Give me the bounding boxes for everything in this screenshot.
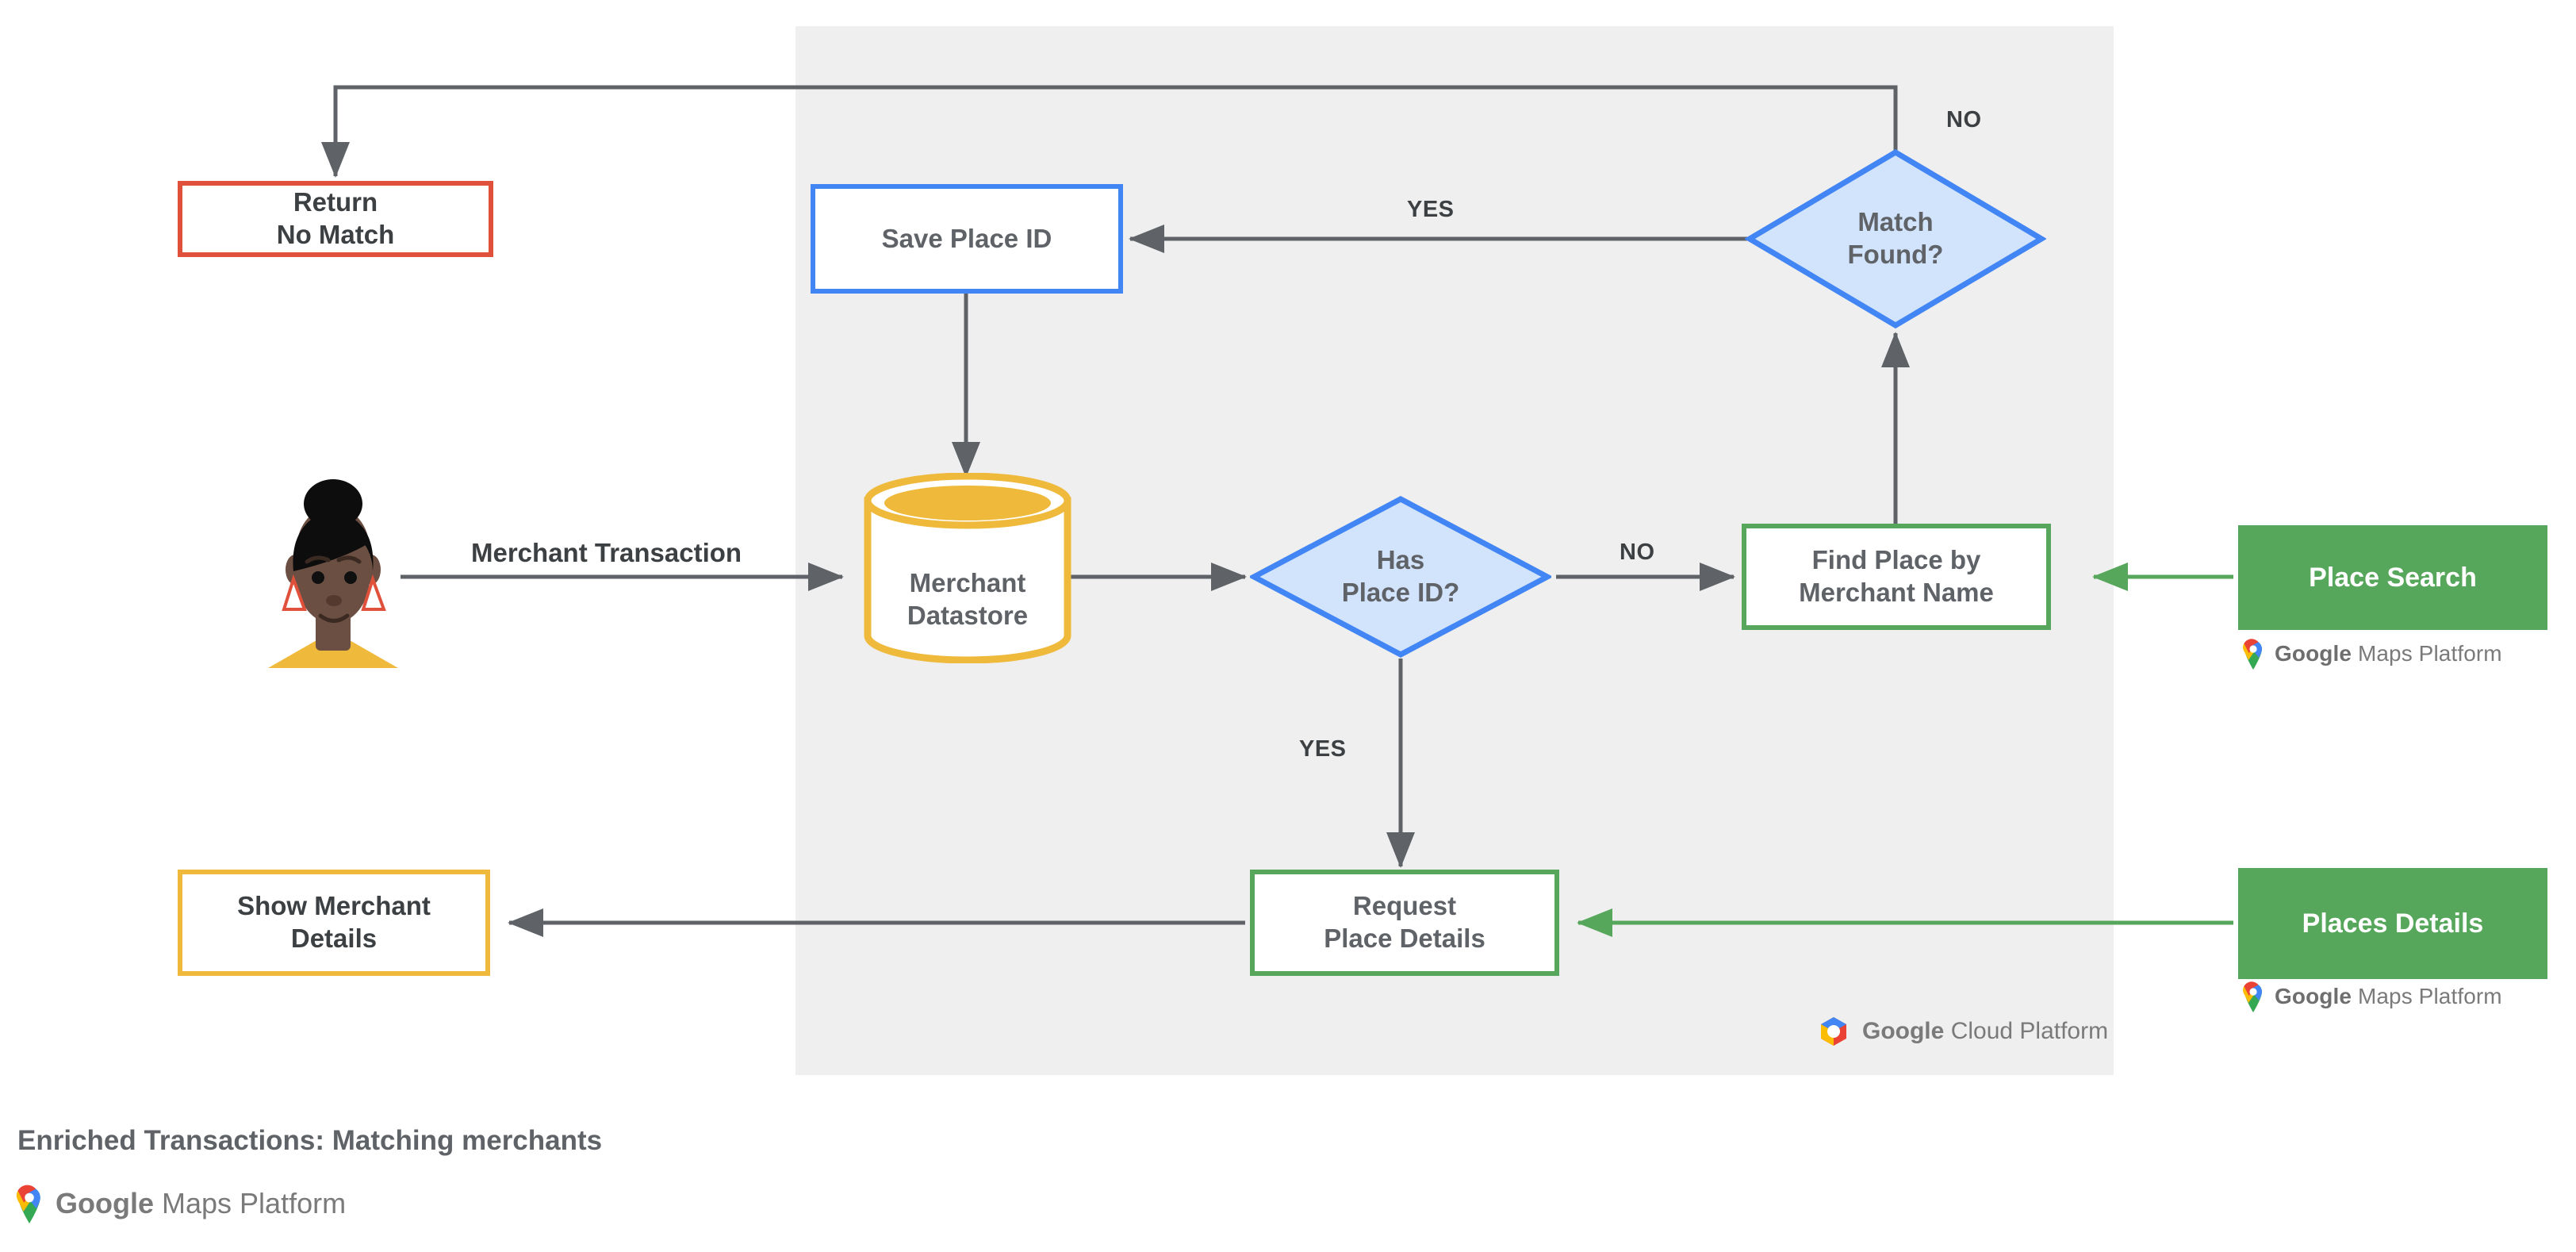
places-details-lockup-text: Google Maps Platform — [2275, 984, 2502, 1009]
merchant-datastore-cylinder-shape — [864, 472, 1071, 664]
node-place-search[interactable]: Place Search — [2238, 525, 2547, 630]
edge-match-found-no — [321, 85, 1898, 178]
node-find-place-by-merchant-name-label: Find Place by Merchant Name — [1799, 545, 1994, 607]
match-found-diamond-shape — [1744, 148, 2047, 329]
node-return-no-match[interactable]: Return No Match — [178, 181, 493, 257]
node-return-no-match-label: Return No Match — [276, 187, 395, 249]
node-places-details[interactable]: Places Details — [2238, 868, 2547, 979]
edge-label-match-found-yes: YES — [1407, 197, 1455, 222]
places-details-lockup-suffix: Maps Platform — [2357, 984, 2502, 1008]
node-find-place-by-merchant-name[interactable]: Find Place by Merchant Name — [1742, 524, 2051, 630]
google-cloud-platform-lockup: Google Cloud Platform — [1816, 1014, 2108, 1049]
has-place-id-diamond-shape — [1248, 496, 1554, 658]
place-search-google-maps-platform-lockup: Google Maps Platform — [2241, 638, 2502, 670]
avatar-illustration — [268, 479, 398, 668]
caption-lockup-text: Google Maps Platform — [56, 1187, 346, 1220]
page-title: Enriched Transactions: Matching merchant… — [17, 1125, 603, 1156]
google-maps-pin-icon — [16, 1185, 40, 1223]
node-place-search-label: Place Search — [2309, 562, 2477, 593]
google-maps-pin-icon — [2243, 639, 2262, 670]
node-show-merchant-details[interactable]: Show Merchant Details — [178, 870, 490, 976]
place-search-lockup-text: Google Maps Platform — [2275, 641, 2502, 666]
edge-label-has-place-id-yes: YES — [1299, 736, 1347, 762]
places-details-google-maps-platform-lockup: Google Maps Platform — [2241, 981, 2502, 1012]
node-request-place-details[interactable]: Request Place Details — [1250, 870, 1559, 976]
caption-lockup-brand: Google — [56, 1187, 154, 1219]
edge-label-match-found-no: NO — [1946, 107, 1982, 132]
gcp-lockup-brand: Google — [1862, 1018, 1945, 1044]
place-search-lockup-brand: Google — [2275, 641, 2352, 666]
node-has-place-id[interactable]: Has Place ID? — [1248, 495, 1554, 659]
node-save-place-id[interactable]: Save Place ID — [811, 184, 1123, 294]
google-maps-pin-icon — [2243, 981, 2262, 1012]
edge-label-merchant-transaction: Merchant Transaction — [471, 538, 742, 567]
places-details-lockup-brand: Google — [2275, 984, 2352, 1008]
place-search-lockup-suffix: Maps Platform — [2357, 641, 2502, 666]
node-merchant-datastore[interactable]: Merchant Datastore — [861, 472, 1075, 664]
gcp-lockup-suffix: Cloud Platform — [1950, 1018, 2109, 1044]
node-places-details-label: Places Details — [2302, 908, 2484, 939]
user-avatar — [262, 460, 404, 674]
node-match-found[interactable]: Match Found? — [1744, 148, 2047, 330]
node-save-place-id-label: Save Place ID — [881, 223, 1052, 253]
edge-label-has-place-id-no: NO — [1620, 540, 1655, 565]
node-show-merchant-details-label: Show Merchant Details — [237, 891, 431, 953]
caption-google-maps-platform-lockup: Google Maps Platform — [14, 1184, 346, 1223]
google-cloud-platform-hexagon-icon — [1821, 1017, 1846, 1046]
google-cloud-platform-lockup-text: Google Cloud Platform — [1862, 1018, 2108, 1045]
caption-lockup-suffix: Maps Platform — [162, 1187, 347, 1219]
node-request-place-details-label: Request Place Details — [1324, 891, 1485, 953]
